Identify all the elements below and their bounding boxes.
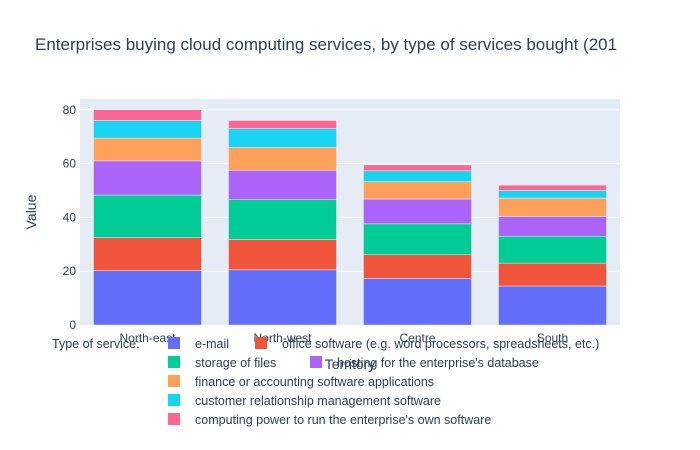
bar-segment[interactable] bbox=[363, 170, 472, 182]
y-tick-label: 60 bbox=[63, 157, 77, 171]
chart-title: Enterprises buying cloud computing servi… bbox=[35, 35, 617, 54]
bar-segment[interactable] bbox=[228, 199, 337, 240]
bar-segment[interactable] bbox=[93, 109, 202, 121]
legend-item-label[interactable]: customer relationship management softwar… bbox=[195, 394, 441, 408]
bar-segment[interactable] bbox=[498, 197, 607, 217]
x-tick-label: Centre bbox=[399, 331, 435, 345]
x-axis-title: Territory bbox=[325, 356, 376, 372]
bar-segment[interactable] bbox=[93, 270, 202, 326]
legend: Type of service: e-mail office software (… bbox=[52, 337, 599, 427]
bar-segment[interactable] bbox=[93, 237, 202, 271]
x-tick-label: North-west bbox=[253, 331, 312, 345]
bar-segment[interactable] bbox=[498, 184, 607, 191]
bar-segment[interactable] bbox=[228, 269, 337, 326]
legend-swatch[interactable] bbox=[255, 337, 267, 349]
y-tick-label: 20 bbox=[63, 264, 77, 278]
legend-item-label[interactable]: e-mail bbox=[195, 337, 229, 351]
bar-segment[interactable] bbox=[498, 216, 607, 237]
legend-item-label[interactable]: storage of files bbox=[195, 356, 276, 370]
bar-segment[interactable] bbox=[363, 278, 472, 326]
bar-segment[interactable] bbox=[363, 164, 472, 172]
legend-item-label[interactable]: computing power to run the enterprise's … bbox=[195, 413, 491, 427]
bar-segment[interactable] bbox=[228, 128, 337, 148]
x-tick-label: North-east bbox=[119, 331, 176, 345]
y-tick-label: 80 bbox=[63, 103, 77, 117]
bar-segment[interactable] bbox=[228, 239, 337, 271]
legend-swatch[interactable] bbox=[310, 356, 322, 368]
y-axis-title: Value bbox=[23, 194, 39, 229]
bar-segment[interactable] bbox=[498, 285, 607, 326]
bar-segment[interactable] bbox=[93, 120, 202, 139]
legend-swatch[interactable] bbox=[168, 337, 180, 349]
bar-segment[interactable] bbox=[228, 147, 337, 171]
bar-segment[interactable] bbox=[363, 181, 472, 200]
legend-item-label[interactable]: finance or accounting software applicati… bbox=[195, 375, 434, 389]
legend-swatch[interactable] bbox=[168, 356, 180, 368]
bar-segment[interactable] bbox=[93, 194, 202, 238]
legend-swatch[interactable] bbox=[168, 375, 180, 387]
bar-segment[interactable] bbox=[498, 235, 607, 264]
bar-segment[interactable] bbox=[93, 137, 202, 162]
bar-segment[interactable] bbox=[498, 262, 607, 287]
bar-segment[interactable] bbox=[93, 160, 202, 196]
x-tick-label: South bbox=[537, 331, 568, 345]
bars[interactable] bbox=[93, 109, 607, 326]
bar-segment[interactable] bbox=[498, 190, 607, 199]
bar-segment[interactable] bbox=[363, 223, 472, 256]
bar-segment[interactable] bbox=[363, 254, 472, 279]
y-tick-label: 40 bbox=[63, 210, 77, 224]
legend-title: Type of service: bbox=[52, 337, 140, 351]
legend-item-label[interactable]: hosting for the enterprise's database bbox=[337, 356, 539, 370]
legend-swatch[interactable] bbox=[168, 413, 180, 425]
x-axis-ticks: North-east North-west Centre South bbox=[119, 331, 568, 345]
bar-segment[interactable] bbox=[228, 120, 337, 129]
bar-segment[interactable] bbox=[363, 198, 472, 225]
y-tick-label: 0 bbox=[69, 318, 76, 332]
y-axis-ticks: 0 20 40 60 80 bbox=[63, 103, 77, 332]
legend-item-label[interactable]: office software (e.g. word processors, s… bbox=[282, 337, 599, 351]
legend-swatch[interactable] bbox=[168, 394, 180, 406]
bar-segment[interactable] bbox=[228, 170, 337, 200]
